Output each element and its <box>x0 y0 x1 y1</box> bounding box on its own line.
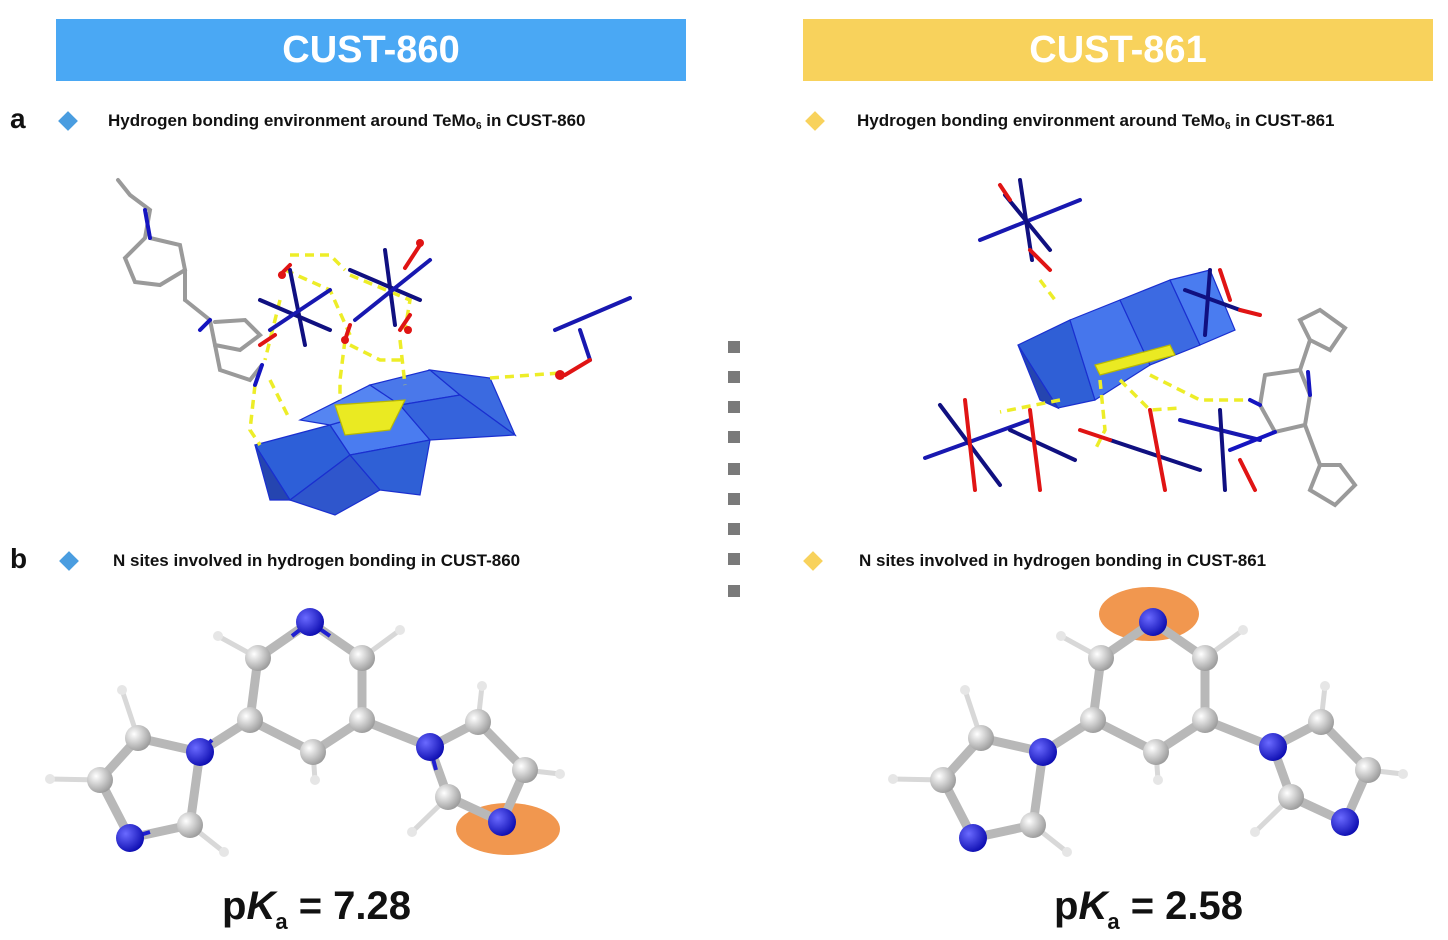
separator-dot <box>728 553 740 565</box>
caption-a-right-tail: in CUST-861 <box>1230 111 1335 130</box>
caption-a-left-tail: in CUST-860 <box>481 111 586 130</box>
separator-dot <box>728 341 740 353</box>
pka-left: pKa = 7.28 <box>222 884 411 935</box>
pka-right-k: K <box>1078 884 1108 928</box>
caption-a-right: Hydrogen bonding environment around TeMo… <box>857 111 1335 132</box>
atoms <box>888 608 1408 857</box>
panel-letter-a: a <box>10 103 26 134</box>
cust-861-molecule <box>888 587 1408 857</box>
cust-861-crystal-structure <box>923 178 1358 508</box>
separator-dot <box>728 463 740 475</box>
caption-b-left: N sites involved in hydrogen bonding in … <box>113 551 521 570</box>
atom-dots <box>278 239 565 380</box>
hydrogen-bonds <box>999 278 1250 451</box>
caption-a-left-sub: 6 <box>476 121 482 132</box>
separator-dot <box>728 523 740 535</box>
caption-a-left: Hydrogen bonding environment around TeMo… <box>108 111 586 132</box>
caption-a-right-sub: 6 <box>1225 121 1231 132</box>
pka-right: pKa = 2.58 <box>1054 884 1243 935</box>
banner-cust-860: CUST-860 <box>56 19 686 81</box>
cust-860-molecule <box>45 608 565 857</box>
metal-centers <box>258 243 632 377</box>
separator-dot <box>728 371 740 383</box>
banner-right-label: CUST-861 <box>1029 28 1207 71</box>
cust-860-crystal-structure <box>116 178 632 516</box>
pka-left-value: = 7.28 <box>287 884 412 928</box>
temo6-polyhedra <box>254 369 517 516</box>
panel-letter-b: b <box>10 543 28 574</box>
separator-dot <box>728 401 740 413</box>
atoms <box>45 608 565 857</box>
ligand-sticks <box>116 178 264 387</box>
ligand-sticks <box>1228 307 1358 508</box>
separator-dot <box>728 431 740 443</box>
caption-a-left-text: Hydrogen bonding environment around TeMo <box>108 111 477 130</box>
separator-dot <box>728 585 740 597</box>
temo6-polyhedra <box>1017 269 1236 410</box>
pka-left-sub: a <box>275 909 288 934</box>
pka-right-p: p <box>1054 884 1079 928</box>
pka-left-k: K <box>246 884 276 928</box>
pka-right-value: = 2.58 <box>1119 884 1244 928</box>
banner-left-label: CUST-860 <box>282 28 460 71</box>
caption-a-right-text: Hydrogen bonding environment around TeMo <box>857 111 1226 130</box>
caption-b-right: N sites involved in hydrogen bonding in … <box>859 551 1267 570</box>
metal-centers <box>923 178 1262 492</box>
pka-right-sub: a <box>1107 909 1120 934</box>
banner-cust-861: CUST-861 <box>803 19 1433 81</box>
separator-dot <box>728 493 740 505</box>
pka-left-p: p <box>222 884 247 928</box>
